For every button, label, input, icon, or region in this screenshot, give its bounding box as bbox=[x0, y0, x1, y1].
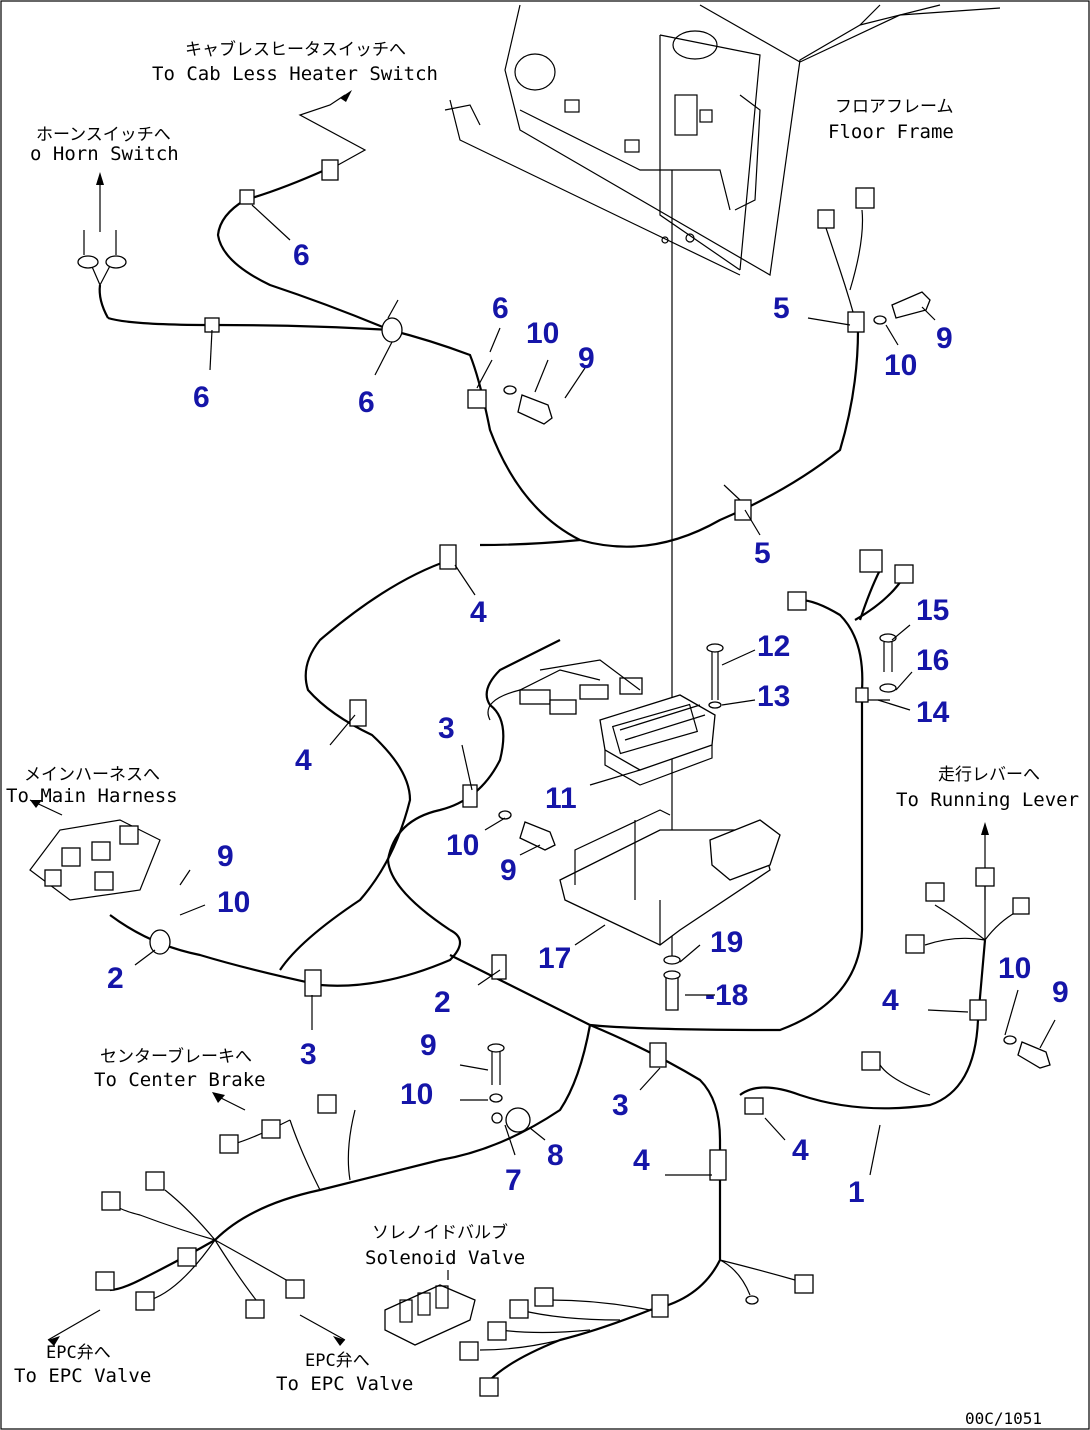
callout-17: 17 bbox=[538, 942, 571, 975]
label-running-jp: 走行レバーへ bbox=[938, 765, 1040, 785]
callout-9: 9 bbox=[217, 840, 234, 873]
middle-harness bbox=[109, 538, 914, 1312]
label-horn-jp: ホーンスイッチへ bbox=[36, 125, 171, 145]
callout-2: 2 bbox=[434, 986, 451, 1019]
callout-10: 10 bbox=[998, 952, 1031, 985]
label-solenoid-jp: ソレノイドバルブ bbox=[372, 1222, 508, 1243]
label-center-en: To Center Brake bbox=[94, 1069, 266, 1091]
callout-9: 9 bbox=[1052, 976, 1069, 1009]
label-epc1-jp: EPC弁へ bbox=[46, 1343, 111, 1363]
callout-9: 9 bbox=[578, 342, 595, 375]
label-main-en: To Main Harness bbox=[6, 785, 178, 807]
fasteners-upper bbox=[503, 291, 931, 425]
callout-3: 3 bbox=[612, 1089, 629, 1122]
callout-numbers: 6 6 6 6 10 9 5 10 9 5 4 4 3 12 13 15 16 … bbox=[107, 239, 1069, 1209]
callout-10: 10 bbox=[446, 829, 479, 862]
label-floor-en: Floor Frame bbox=[828, 121, 954, 143]
callout-5: 5 bbox=[754, 537, 771, 570]
lower-left-harness bbox=[47, 1043, 531, 1346]
drawing-code: 00C/1051 bbox=[965, 1409, 1042, 1428]
running-lever-harness bbox=[739, 822, 1051, 1115]
callout-10: 10 bbox=[217, 886, 250, 919]
callout-8: 8 bbox=[547, 1139, 564, 1172]
callout-4: 4 bbox=[792, 1134, 809, 1167]
floor-frame bbox=[444, 4, 1001, 276]
callout-19: 19 bbox=[710, 926, 743, 959]
callout-1: 1 bbox=[848, 1176, 865, 1209]
callout-10: 10 bbox=[526, 317, 559, 350]
callout-10: 10 bbox=[400, 1078, 433, 1111]
label-epc2-jp: EPC弁へ bbox=[305, 1351, 370, 1371]
solenoid-valve bbox=[384, 1259, 814, 1397]
callout-4: 4 bbox=[295, 744, 312, 777]
callout-6: 6 bbox=[358, 386, 375, 419]
callout-4: 4 bbox=[882, 984, 899, 1017]
controller-bracket bbox=[487, 643, 781, 1011]
callout-18: -18 bbox=[705, 979, 748, 1012]
callout-4: 4 bbox=[633, 1144, 650, 1177]
upper-harness bbox=[77, 90, 875, 548]
callout-6: 6 bbox=[492, 292, 509, 325]
callout-3: 3 bbox=[438, 712, 455, 745]
fasteners-right bbox=[868, 633, 897, 701]
callout-11: 11 bbox=[545, 782, 577, 815]
callout-4: 4 bbox=[470, 596, 487, 629]
label-floor-jp: フロアフレーム bbox=[835, 97, 954, 117]
label-cab-heater-en: To Cab Less Heater Switch bbox=[152, 63, 438, 85]
text-labels: キャブレスヒータスイッチへ To Cab Less Heater Switch … bbox=[6, 39, 1079, 1428]
callout-16: 16 bbox=[916, 644, 949, 677]
callout-9: 9 bbox=[420, 1029, 437, 1062]
label-epc2-en: To EPC Valve bbox=[276, 1373, 413, 1395]
label-solenoid-en: Solenoid Valve bbox=[365, 1247, 525, 1269]
callout-leaders bbox=[134, 204, 1056, 1176]
callout-5: 5 bbox=[773, 292, 790, 325]
callout-10: 10 bbox=[884, 349, 917, 382]
label-main-jp: メインハーネスへ bbox=[24, 765, 160, 785]
callout-13: 13 bbox=[757, 680, 790, 713]
callout-2: 2 bbox=[107, 962, 124, 995]
callout-6: 6 bbox=[193, 381, 210, 414]
label-cab-heater-jp: キャブレスヒータスイッチへ bbox=[185, 39, 406, 60]
callout-15: 15 bbox=[916, 594, 949, 627]
label-running-en: To Running Lever bbox=[896, 789, 1079, 811]
callout-3: 3 bbox=[300, 1038, 317, 1071]
label-center-jp: センターブレーキへ bbox=[100, 1046, 252, 1067]
label-horn-en: o Horn Switch bbox=[30, 143, 179, 165]
callout-6: 6 bbox=[293, 239, 310, 272]
label-epc1-en: To EPC Valve bbox=[14, 1365, 151, 1387]
callout-7: 7 bbox=[505, 1164, 522, 1197]
callout-9: 9 bbox=[500, 854, 517, 887]
main-harness-connectors bbox=[29, 799, 161, 901]
callout-12: 12 bbox=[757, 630, 790, 663]
callout-14: 14 bbox=[916, 696, 950, 729]
callout-9: 9 bbox=[936, 322, 953, 355]
